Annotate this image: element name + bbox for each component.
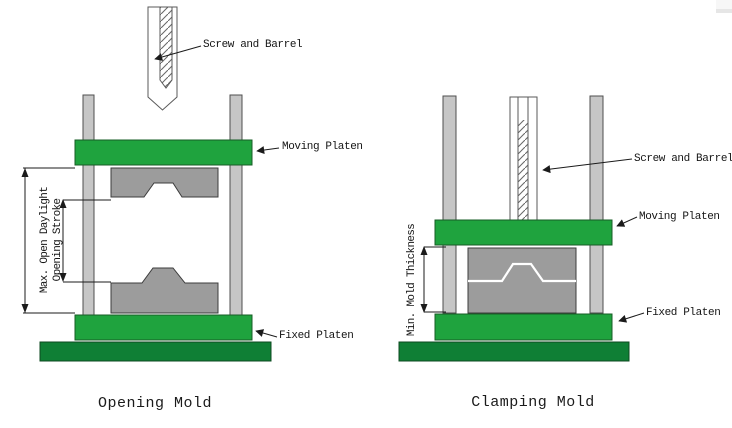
- moving-platen: [434, 219, 613, 246]
- label-fixed-platen: Fixed Platen: [646, 307, 721, 319]
- leader-fixed-platen: [618, 312, 645, 323]
- tie-bar-right: [229, 94, 243, 316]
- tie-bar-left: [442, 95, 457, 314]
- leader-screw-and-barrel: [154, 45, 202, 61]
- lower-mold-half: [110, 267, 219, 314]
- left-diagram: [21, 6, 280, 362]
- screw-flight-hatch: [518, 120, 528, 221]
- fixed-platen: [74, 314, 253, 341]
- dim-text-min-mold-thickness: Min. Mold Thickness: [406, 223, 418, 337]
- leader-fixed-platen: [255, 329, 278, 338]
- fixed-platen: [434, 313, 613, 341]
- label-moving-platen: Moving Platen: [282, 141, 363, 153]
- label-screw-and-barrel: Screw and Barrel: [634, 153, 732, 165]
- upper-mold-half: [110, 167, 219, 198]
- leader-screw-and-barrel: [542, 158, 633, 174]
- right-diagram: [398, 95, 645, 362]
- caption-opening-mold: Opening Mold: [97, 395, 213, 412]
- moving-platen: [74, 139, 253, 166]
- caption-clamping-mold: Clamping Mold: [471, 394, 595, 411]
- window-artifact: [716, 0, 732, 9]
- machine-base: [398, 341, 630, 362]
- leader-moving-platen: [256, 146, 280, 154]
- window-artifact-edge: [716, 9, 732, 13]
- dimension-min-mold-thickness: [420, 246, 446, 313]
- dim-text-max-open-daylight: Max. Open Daylight: [39, 186, 51, 294]
- label-screw-and-barrel: Screw and Barrel: [203, 39, 303, 51]
- machine-base: [39, 341, 272, 362]
- screw-flight-hatch: [159, 6, 173, 89]
- leader-moving-platen: [616, 216, 638, 227]
- dimension-max-open-daylight: [21, 167, 75, 314]
- dimension-opening-stroke: [59, 199, 111, 283]
- label-fixed-platen: Fixed Platen: [279, 330, 354, 342]
- mold-parting-line: [468, 262, 576, 283]
- label-moving-platen: Moving Platen: [639, 211, 720, 223]
- dim-text-opening-stroke: Opening Stroke: [52, 198, 64, 282]
- screw-bore-lines: [517, 97, 529, 221]
- tie-bar-right: [589, 95, 604, 314]
